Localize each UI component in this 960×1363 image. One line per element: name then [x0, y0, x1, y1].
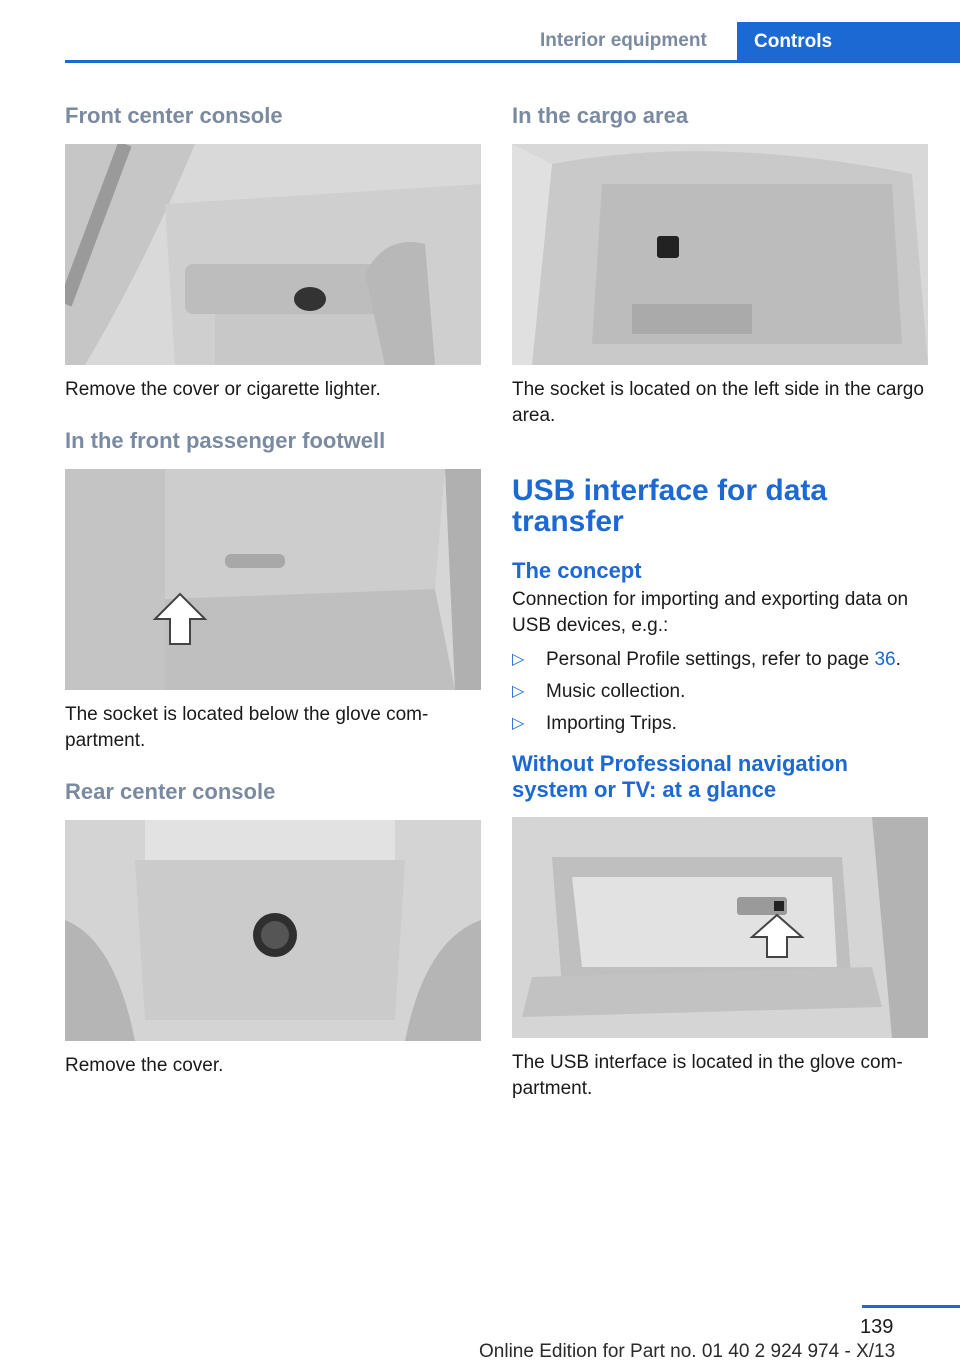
cargo-area-caption: The socket is located on the left side i… [512, 379, 924, 426]
glove-compartment-caption: The USB interface is located in the glov… [512, 1052, 903, 1099]
at-a-glance-heading: Without Professional navigation system o… [512, 751, 848, 802]
rear-center-console-caption: Remove the cover. [65, 1055, 224, 1076]
edition-footer: Online Edition for Part no. 01 40 2 924 … [479, 1341, 896, 1362]
header-rule [65, 60, 960, 63]
glove-compartment-illustration [512, 817, 928, 1038]
header-chapter-tab: Controls [737, 22, 960, 63]
page-number-rule [862, 1305, 960, 1308]
front-passenger-footwell-heading: In the front passenger footwell [65, 428, 386, 453]
rear-center-console-heading: Rear center console [65, 779, 276, 804]
list-item-suffix: . [895, 649, 901, 670]
usb-interface-heading: USB interface for data transfer [512, 474, 828, 538]
cargo-area-illustration [512, 144, 928, 365]
list-item: ▷ Importing Trips. [512, 711, 928, 737]
rear-center-console-illustration [65, 820, 481, 1041]
triangle-bullet-icon: ▷ [512, 651, 525, 668]
triangle-bullet-icon: ▷ [512, 715, 525, 732]
front-center-console-heading: Front center console [65, 103, 283, 128]
front-center-console-illustration [65, 144, 481, 365]
left-column: Front center console Remove the cover or… [65, 100, 481, 1079]
list-item-text: Personal Profile settings, refer to page [546, 649, 875, 670]
triangle-bullet-icon: ▷ [512, 683, 525, 700]
list-item: ▷ Personal Profile settings, refer to pa… [512, 647, 928, 673]
front-passenger-footwell-caption: The socket is located below the glove co… [65, 704, 429, 751]
list-item-text: Importing Trips. [546, 713, 677, 734]
page-number: 139 [860, 1316, 894, 1338]
header-section-title: Interior equipment [540, 30, 707, 51]
list-item-text: Music collection. [546, 681, 686, 702]
cargo-area-heading: In the cargo area [512, 103, 689, 128]
front-passenger-footwell-illustration [65, 469, 481, 690]
usb-uses-list: ▷ Personal Profile settings, refer to pa… [512, 647, 928, 737]
right-column: In the cargo area The socket is located … [512, 100, 928, 1102]
concept-text: Connection for importing and exporting d… [512, 589, 909, 636]
list-item: ▷ Music collection. [512, 679, 928, 705]
concept-heading: The concept [512, 558, 642, 583]
front-center-console-caption: Remove the cover or cigarette lighter. [65, 379, 381, 400]
page-reference-link[interactable]: 36 [874, 649, 896, 670]
